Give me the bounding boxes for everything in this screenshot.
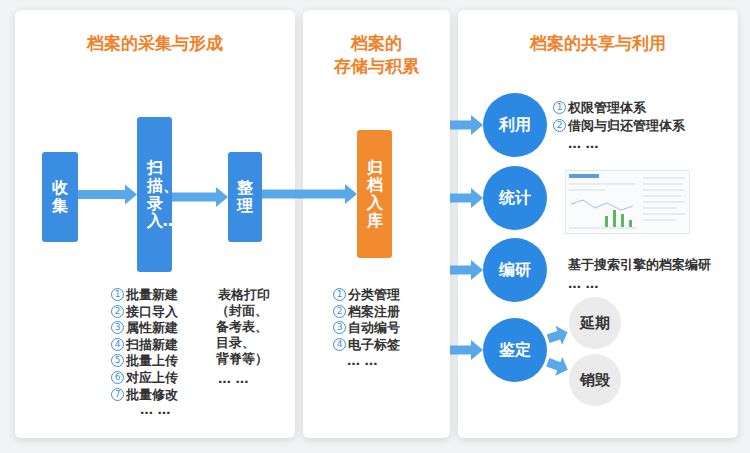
item-text: 属性新建 [126,320,178,336]
flow-arrow [546,357,568,376]
process-label: 收集 [52,179,68,214]
item-text: 批量上传 [126,353,178,369]
function-label: 编研 [499,260,531,281]
screenshot-bars [605,210,632,227]
item-text: … … [347,353,378,369]
item-text: 批量新建 [126,287,178,303]
function-label: 利用 [499,115,531,136]
callout-number: 1 [553,101,566,114]
outcome-label: 销毁 [580,371,610,390]
item-text: 表格打印 [218,287,270,303]
callout-number: 6 [111,371,124,384]
callout-number: 2 [553,119,566,132]
outcome-circle: 延期 [569,297,621,349]
callout-number: 2 [333,305,346,318]
item-text: 接口导入 [126,304,178,320]
callout-number: 4 [111,338,124,351]
function-label: 统计 [499,188,531,209]
item-text: 电子标签 [348,337,400,353]
item-text: 档案注册 [348,304,400,320]
function-circle: 鉴定 [483,318,547,382]
function-label: 鉴定 [499,340,531,361]
function-circle: 统计 [483,166,547,230]
function-circle: 利用 [483,93,547,157]
function-circle: 编研 [483,238,547,302]
item-text: … … [140,402,171,418]
item-text: 扫描新建 [126,337,178,353]
flow-arrow [450,260,483,280]
process-box: 收集 [42,152,78,242]
flow-arrow [450,188,483,208]
callout-number: 7 [111,388,124,401]
process-box: 整理 [228,152,262,242]
item-text: … … [568,136,599,152]
outcome-label: 延期 [580,314,610,333]
flow-arrow [547,326,568,345]
callout-number: 4 [333,338,346,351]
callout-number: 1 [333,288,346,301]
item-text: 借阅与归还管理体系 [568,118,685,134]
item-text: … … [568,276,599,292]
item-text: （封面、 备考表、 目录、 背脊等） [216,303,278,367]
process-label: 整理 [237,179,253,214]
process-label: 归档入库 [367,159,383,229]
item-text: 分类管理 [348,287,400,303]
screenshot-lines [569,178,685,228]
flow-arrow [78,185,137,205]
item-text: 自动编号 [348,320,400,336]
process-label: 扫描、录入… [147,159,163,229]
item-text: 对应上传 [126,370,178,386]
outcome-circle: 销毁 [569,354,621,406]
item-text: … … [218,371,249,387]
flow-arrow [262,184,357,204]
flow-arrow [450,115,483,135]
panel-title: 档案的 存储与积累 [329,32,425,78]
statistics-screenshot [565,170,690,234]
item-text: 基于搜索引擎的档案编研 [568,257,711,273]
screenshot-header [569,174,599,178]
flow-arrow [172,187,228,207]
process-box: 扫描、录入… [137,117,172,272]
flow-arrow [450,340,483,360]
stage-panel: 档案的 存储与积累归档入库 [303,10,450,438]
screenshot-trend [571,200,633,210]
process-box: 归档入库 [357,130,392,258]
item-text: 批量修改 [126,387,178,403]
callout-number: 1 [111,288,124,301]
panel-title: 档案的采集与形成 [15,32,295,55]
callout-number: 2 [111,305,124,318]
screenshot-frame [566,171,690,234]
item-text: 权限管理体系 [568,100,646,116]
panel-title: 档案的共享与利用 [458,32,738,55]
